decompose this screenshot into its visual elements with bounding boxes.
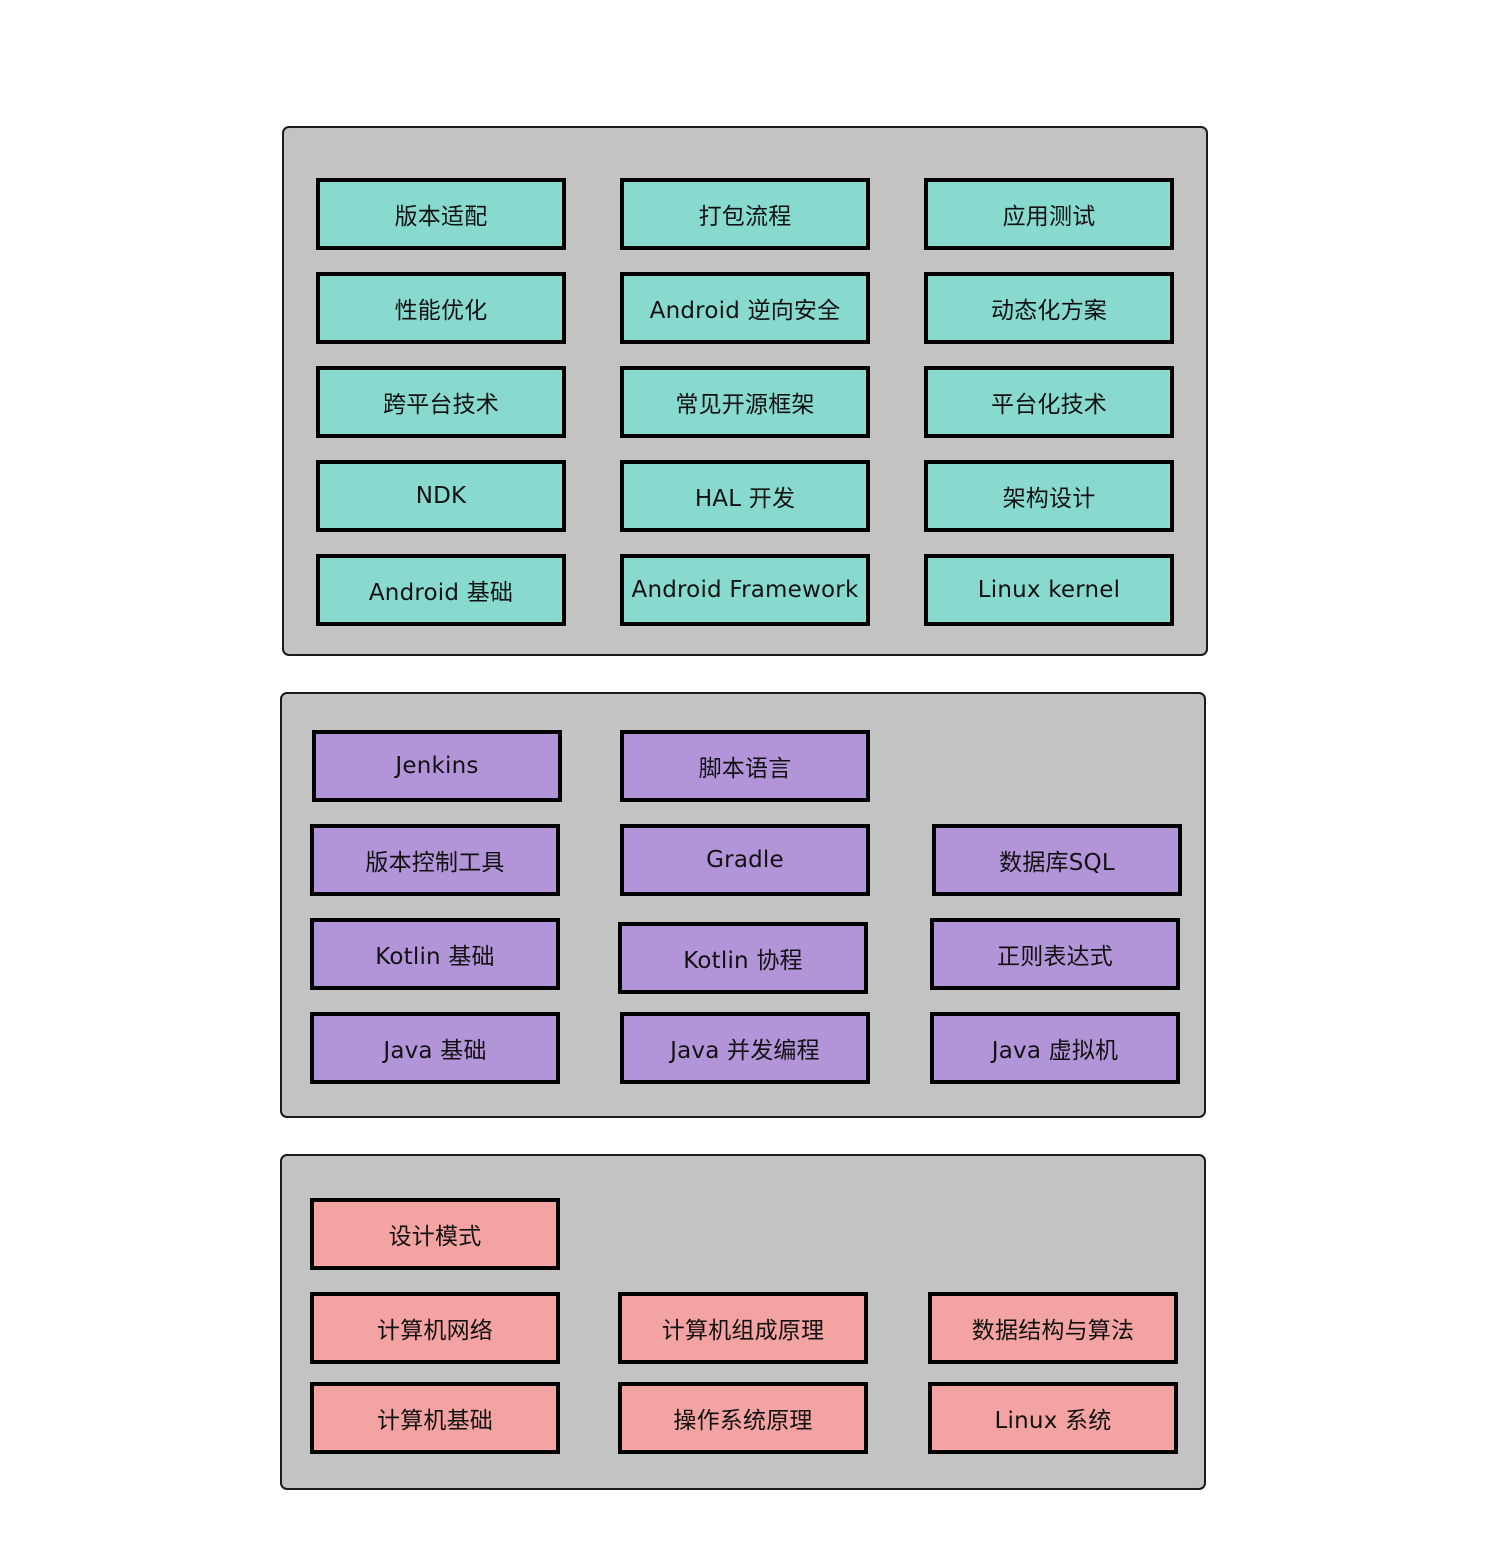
- box-data-structures-algorithms: 数据结构与算法: [928, 1292, 1178, 1364]
- box-version-adaptation: 版本适配: [316, 178, 566, 250]
- box-version-control-tools: 版本控制工具: [310, 824, 560, 896]
- box-platformization: 平台化技术: [924, 366, 1174, 438]
- box-gradle: Gradle: [620, 824, 870, 896]
- box-database-sql: 数据库SQL: [932, 824, 1182, 896]
- box-android-framework: Android Framework: [620, 554, 870, 626]
- box-computer-networks: 计算机网络: [310, 1292, 560, 1364]
- box-java-concurrency: Java 并发编程: [620, 1012, 870, 1084]
- box-computer-organization: 计算机组成原理: [618, 1292, 868, 1364]
- box-linux-kernel: Linux kernel: [924, 554, 1174, 626]
- box-packaging-process: 打包流程: [620, 178, 870, 250]
- box-linux-system: Linux 系统: [928, 1382, 1178, 1454]
- box-hal-development: HAL 开发: [620, 460, 870, 532]
- box-android-basics: Android 基础: [316, 554, 566, 626]
- box-ndk: NDK: [316, 460, 566, 532]
- box-script-languages: 脚本语言: [620, 730, 870, 802]
- box-app-testing: 应用测试: [924, 178, 1174, 250]
- box-open-source-frameworks: 常见开源框架: [620, 366, 870, 438]
- box-regular-expressions: 正则表达式: [930, 918, 1180, 990]
- box-kotlin-basics: Kotlin 基础: [310, 918, 560, 990]
- box-java-virtual-machine: Java 虚拟机: [930, 1012, 1180, 1084]
- box-kotlin-coroutines: Kotlin 协程: [618, 922, 868, 994]
- box-operating-system-principles: 操作系统原理: [618, 1382, 868, 1454]
- box-dynamic-solution: 动态化方案: [924, 272, 1174, 344]
- box-jenkins: Jenkins: [312, 730, 562, 802]
- box-performance-optimization: 性能优化: [316, 272, 566, 344]
- box-computer-basics: 计算机基础: [310, 1382, 560, 1454]
- box-cross-platform: 跨平台技术: [316, 366, 566, 438]
- box-architecture-design: 架构设计: [924, 460, 1174, 532]
- box-design-patterns: 设计模式: [310, 1198, 560, 1270]
- box-java-basics: Java 基础: [310, 1012, 560, 1084]
- box-android-reverse-security: Android 逆向安全: [620, 272, 870, 344]
